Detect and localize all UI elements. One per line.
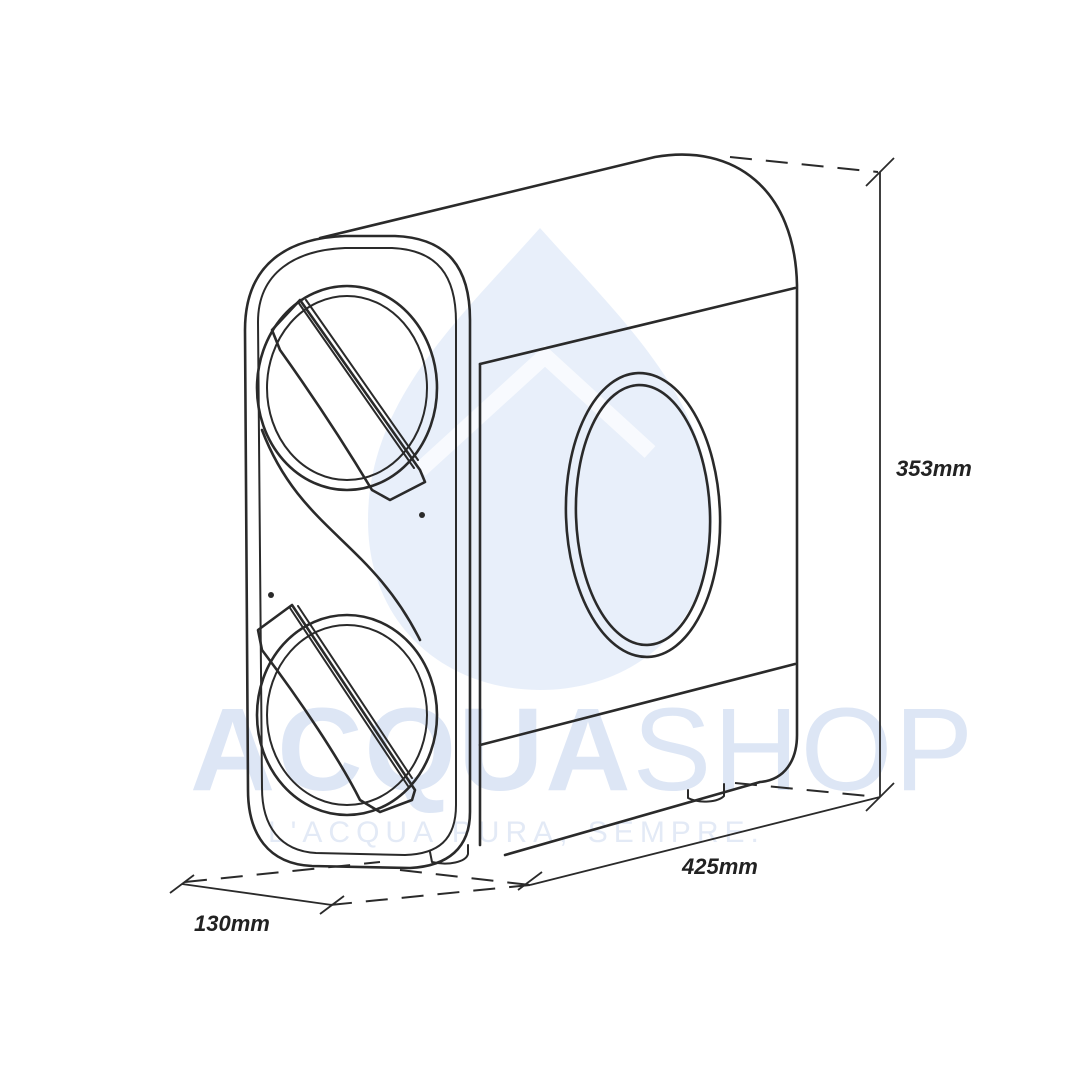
band-upper-line <box>478 286 797 366</box>
dimension-depth: 130mm <box>169 861 531 936</box>
knob-upper-handle-ridge-1 <box>297 301 415 469</box>
housing-outline-top-back <box>318 153 799 857</box>
depth-tick-left <box>169 874 195 894</box>
length-dimension-line <box>529 796 881 886</box>
depth-label: 130mm <box>194 911 270 936</box>
knob-upper-handle <box>270 298 427 502</box>
height-extension-bottom <box>734 782 879 798</box>
rear-foot <box>687 783 725 803</box>
knob-upper-ring-inner <box>266 295 428 481</box>
water-drop-logo <box>368 228 712 690</box>
depth-extension-left <box>184 861 381 883</box>
watermark-tagline: L'ACQUA PURA, SEMPRE. <box>268 816 765 849</box>
knob-lower-handle <box>256 603 417 814</box>
depth-dimension-line <box>181 883 333 906</box>
knob-upper-handle-ridge-2 <box>305 299 419 461</box>
front-panel-inner <box>257 247 457 856</box>
watermark: ACQUASHOP L'ACQUA PURA, SEMPRE. <box>190 228 975 849</box>
front-foot <box>429 844 469 865</box>
dimension-height: 353mm <box>729 156 972 812</box>
drop-house-roof-mark <box>414 345 656 476</box>
dimension-length: 425mm <box>517 796 881 891</box>
height-tick-top <box>865 157 895 187</box>
indicator-dot-upper <box>419 512 425 518</box>
front-panel-outer <box>243 234 472 870</box>
length-label: 425mm <box>681 854 758 879</box>
height-label: 353mm <box>896 456 972 481</box>
front-panel <box>243 234 472 870</box>
indicator-dot-lower <box>268 592 274 598</box>
panel-s-curve <box>260 428 422 642</box>
knob-lower-handle-ridge-1 <box>289 607 409 787</box>
housing-body <box>318 153 799 865</box>
depth-extension-right <box>329 884 531 906</box>
filter-knob-upper[interactable] <box>255 284 439 502</box>
band-lower-line <box>478 662 797 747</box>
oval-window-outer <box>564 371 722 659</box>
knob-lower-ring-inner <box>266 624 428 806</box>
knob-upper-ring-outer <box>255 284 439 492</box>
length-tick-left <box>517 871 543 891</box>
oval-window-inner <box>574 383 712 647</box>
knob-lower-handle-ridge-2 <box>297 605 413 779</box>
knob-lower-ring-outer <box>255 613 439 817</box>
watermark-brand: ACQUASHOP <box>190 684 975 816</box>
depth-extension-base <box>399 869 531 886</box>
height-extension-top <box>729 156 879 173</box>
depth-tick-right <box>319 895 345 915</box>
filter-knob-lower[interactable] <box>255 603 439 817</box>
